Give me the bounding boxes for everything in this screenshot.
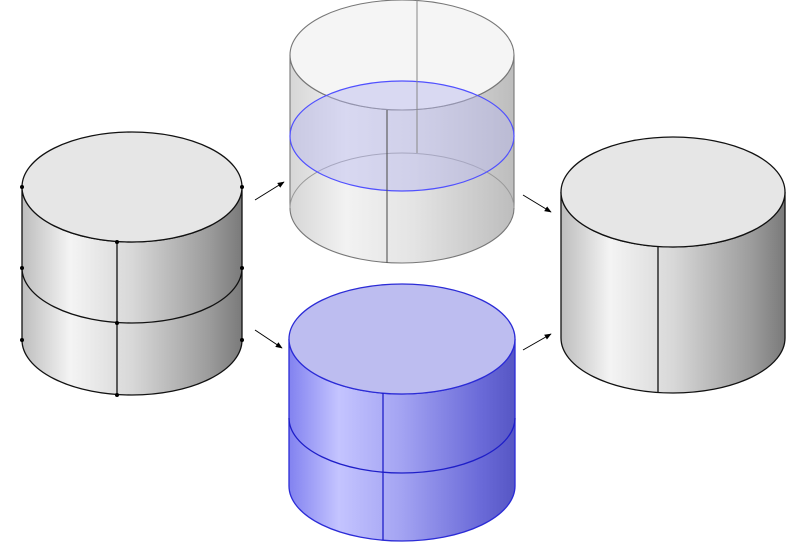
selected-middle-boundary: [288, 417, 516, 474]
source-middle-boundary: [21, 267, 243, 324]
result-cylinder: [560, 136, 786, 394]
source-cylinder-top: [21, 131, 243, 243]
source-vertices: [20, 185, 244, 397]
interior-face-selection: [289, 0, 515, 264]
arrow-source-to-face: [254, 181, 285, 201]
transparent-cylinder-top: [289, 0, 515, 111]
arrow-source-to-domains: [254, 329, 283, 349]
domain-selection: [288, 283, 516, 542]
selected-cylinder-top: [288, 283, 516, 395]
arrow-domains-to-result: [522, 333, 552, 351]
arrow-face-to-result: [522, 194, 552, 213]
source-cylinder: [20, 131, 244, 397]
highlighted-interior-face: [289, 80, 515, 192]
hidden-bottom-edge: [289, 152, 515, 209]
workflow-arrows: [254, 181, 552, 351]
result-cylinder-top: [560, 136, 786, 248]
